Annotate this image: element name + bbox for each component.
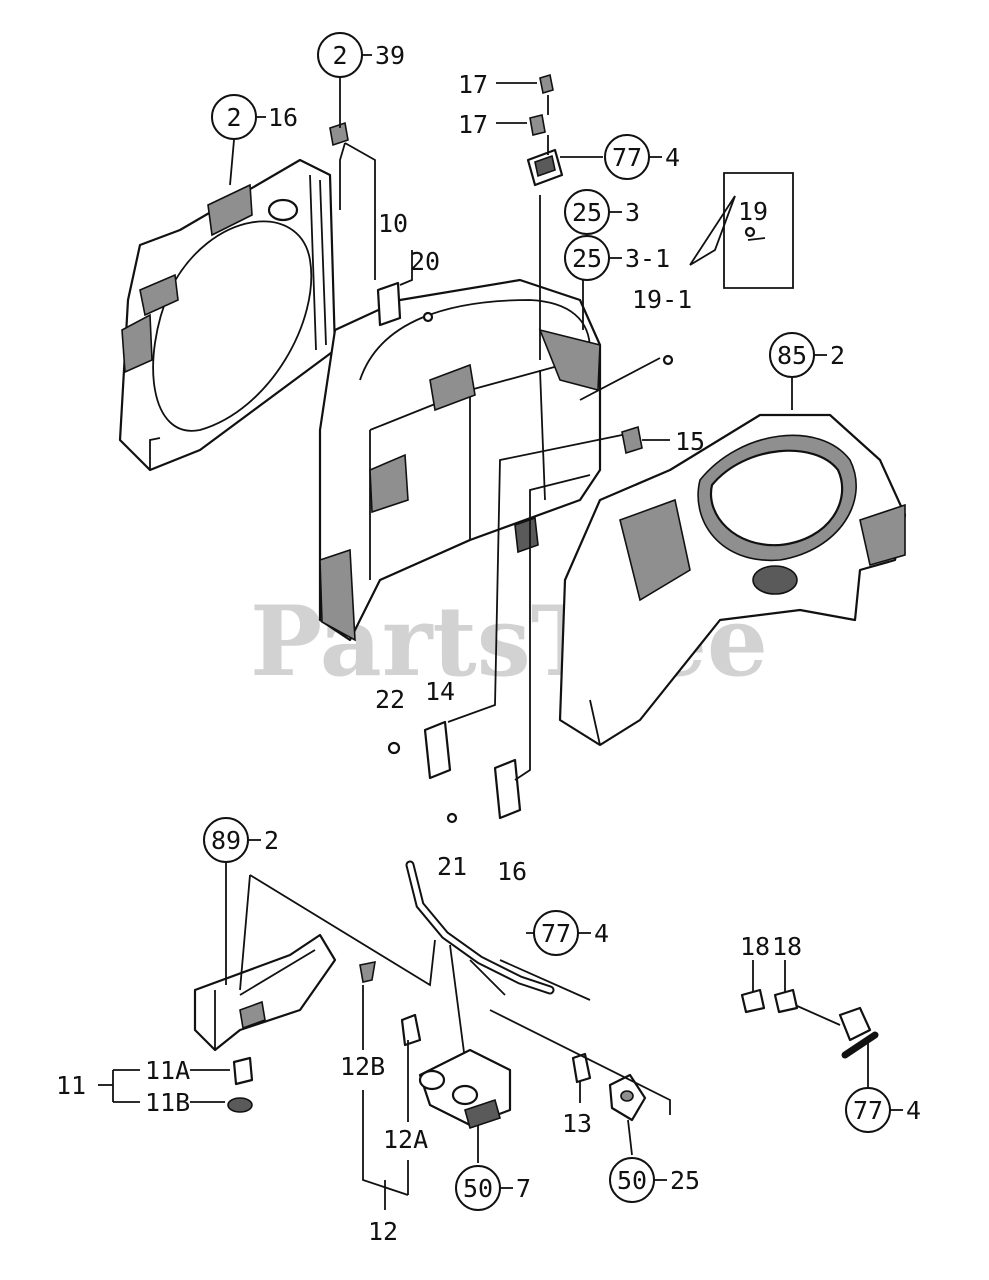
label-10: 10 [378, 209, 408, 238]
svg-text:39: 39 [375, 41, 405, 70]
svg-text:25: 25 [670, 1166, 700, 1195]
callout-2-16: 2 16 [211, 94, 298, 140]
svg-text:2: 2 [830, 341, 845, 370]
callout-25-3-1: 25 3-1 [564, 235, 670, 281]
label-19: 19 [738, 197, 768, 226]
callout-85-2: 85 2 [769, 332, 845, 378]
label-11B: 11B [145, 1088, 190, 1117]
label-21: 21 [437, 852, 467, 881]
svg-text:4: 4 [906, 1096, 921, 1125]
svg-text:3: 3 [625, 198, 640, 227]
label-12: 12 [368, 1217, 398, 1246]
bracket-plate-part [608, 1073, 647, 1122]
label-12B: 12B [340, 1052, 385, 1081]
svg-text:3-1: 3-1 [625, 244, 670, 273]
svg-text:4: 4 [665, 143, 680, 172]
svg-text:89: 89 [211, 826, 241, 855]
label-14: 14 [425, 677, 455, 706]
leader-lines [98, 77, 869, 1210]
label-17b: 17 [458, 110, 488, 139]
svg-text:4: 4 [594, 919, 609, 948]
small-parts [227, 73, 799, 1113]
svg-text:7: 7 [516, 1174, 531, 1203]
callout-89-2: 89 2 [203, 817, 279, 863]
fan-shroud-part [118, 158, 337, 472]
part-labels: 17 17 10 20 19 19-1 15 14 22 21 16 18 18… [56, 70, 802, 1246]
label-15: 15 [675, 427, 705, 456]
wire-harness-part [405, 860, 555, 1061]
label-18b: 18 [772, 932, 802, 961]
svg-text:2: 2 [264, 826, 279, 855]
callout-77-4-top: 77 4 [604, 134, 680, 180]
label-13: 13 [562, 1109, 592, 1138]
right-harness-part [794, 1004, 879, 1059]
callout-77-4-mid: 77 4 [533, 910, 609, 956]
callout-25-3: 25 3 [564, 189, 640, 235]
blower-housing-part [318, 278, 602, 642]
callout-50-7: 50 7 [455, 1165, 531, 1211]
callout-50-25: 50 25 [609, 1157, 700, 1203]
svg-text:25: 25 [572, 244, 602, 273]
svg-text:77: 77 [612, 143, 642, 172]
label-16: 16 [497, 857, 527, 886]
lower-bracket-part [193, 933, 337, 1052]
svg-text:2: 2 [226, 103, 241, 132]
svg-text:16: 16 [268, 103, 298, 132]
label-22: 22 [375, 685, 405, 714]
ignition-switch-part [418, 1048, 512, 1130]
label-17a: 17 [458, 70, 488, 99]
svg-text:77: 77 [541, 919, 571, 948]
label-12A: 12A [383, 1125, 428, 1154]
callout-2-39: 2 39 [317, 32, 405, 78]
svg-text:85: 85 [777, 341, 807, 370]
svg-text:2: 2 [332, 41, 347, 70]
label-20: 20 [410, 247, 440, 276]
label-18a: 18 [740, 932, 770, 961]
label-11A: 11A [145, 1056, 190, 1085]
label-11: 11 [56, 1071, 86, 1100]
svg-text:77: 77 [853, 1096, 883, 1125]
svg-text:50: 50 [463, 1174, 493, 1203]
svg-text:50: 50 [617, 1166, 647, 1195]
callout-77-4-right: 77 4 [845, 1087, 921, 1133]
engine-top-cover-part [558, 413, 907, 747]
svg-text:25: 25 [572, 198, 602, 227]
label-19-1: 19-1 [632, 285, 692, 314]
